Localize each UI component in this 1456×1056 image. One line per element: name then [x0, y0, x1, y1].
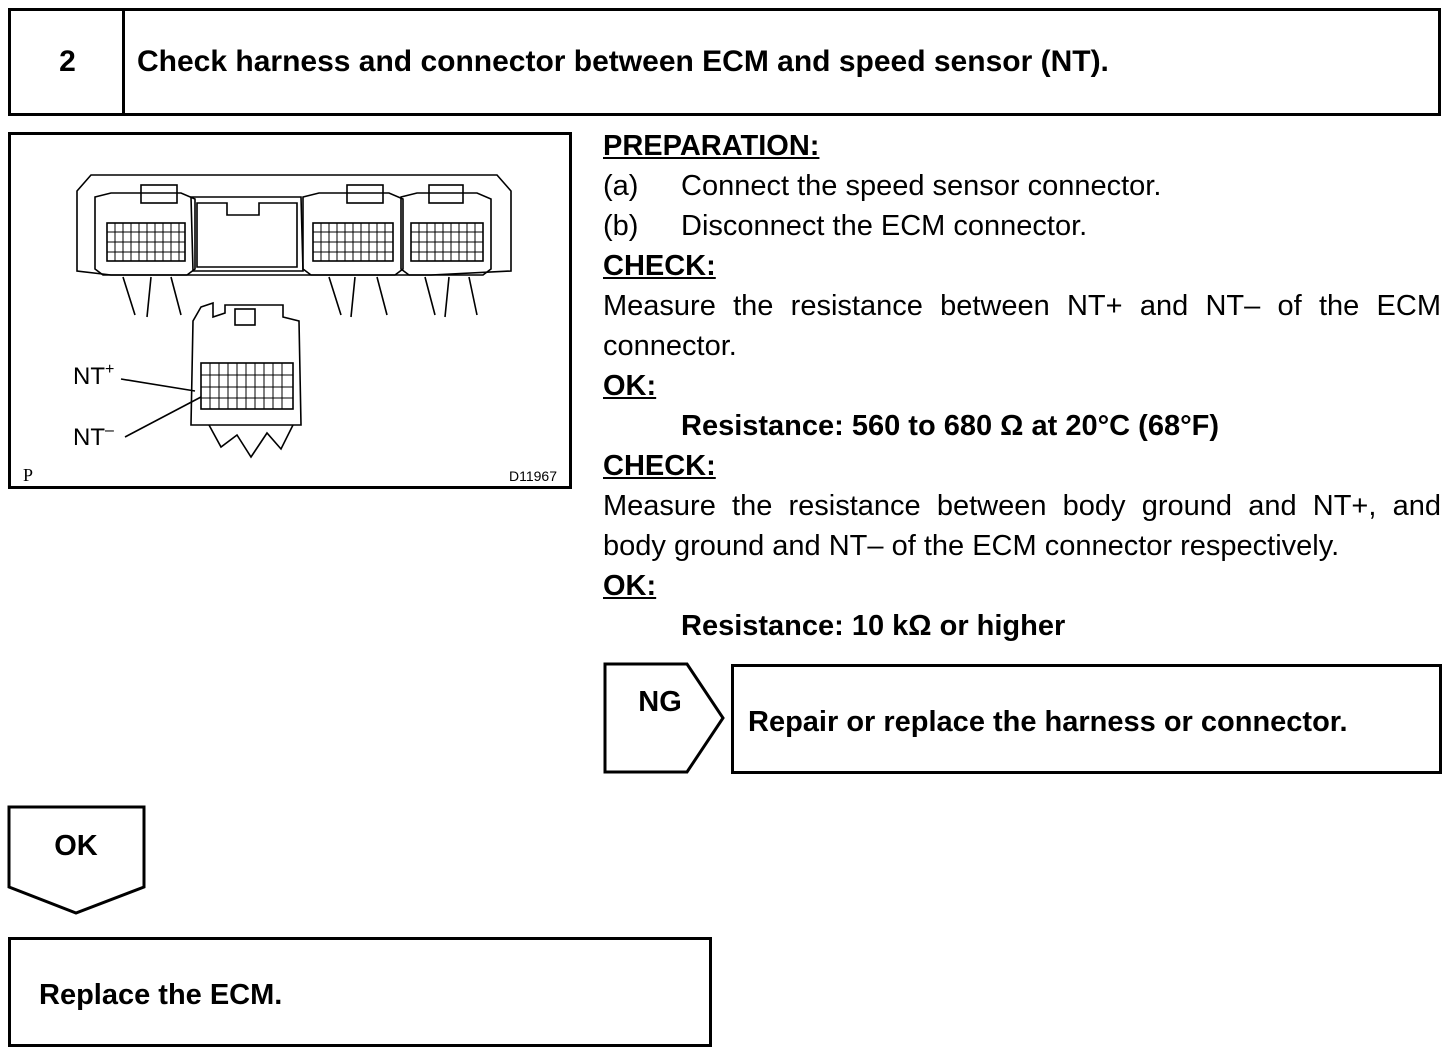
prep-step-b-marker: (b) — [603, 210, 639, 242]
ok-action-text: Replace the ECM. — [39, 979, 283, 1011]
nt-minus-label: NT– — [73, 422, 114, 451]
ecm-connector-diagram: NT+ NT– P D11967 — [23, 174, 557, 485]
step-divider — [122, 11, 125, 113]
check-2-ok-heading: OK: — [603, 570, 657, 602]
preparation-heading: PREPARATION: — [603, 130, 820, 162]
prep-step-a: (a) Connect the speed sensor connector. — [603, 166, 1441, 206]
connector-figure: NT+ NT– P D11967 — [8, 132, 572, 489]
ng-arrow-shape — [603, 662, 725, 774]
ok-arrow-shape — [7, 805, 146, 915]
check-1-spec: Resistance: 560 to 680 Ω at 20°C (68°F) — [681, 410, 1220, 442]
ok-action-box: Replace the ECM. — [8, 937, 712, 1047]
figure-id: D11967 — [509, 468, 557, 484]
step-title: Check harness and connector between ECM … — [137, 45, 1109, 78]
check-1-text: Measure the resistance between NT+ and N… — [603, 290, 1441, 362]
prep-step-a-marker: (a) — [603, 170, 639, 202]
check-1-heading: CHECK: — [603, 250, 716, 282]
ng-action-box: Repair or replace the harness or connect… — [731, 664, 1442, 774]
check-2-heading: CHECK: — [603, 450, 716, 482]
ok-label: OK — [54, 830, 98, 862]
prep-step-b-text: Disconnect the ECM connector. — [681, 210, 1088, 242]
procedure-text: PREPARATION: (a) Connect the speed sensor… — [603, 126, 1441, 646]
check-2-spec: Resistance: 10 kΩ or higher — [681, 610, 1066, 642]
step-number: 2 — [59, 45, 76, 78]
ng-action-text: Repair or replace the harness or connect… — [748, 706, 1348, 738]
step-header: 2 Check harness and connector between EC… — [8, 8, 1441, 116]
nt-plus-label: NT+ — [73, 361, 114, 390]
figure-corner-code: P — [23, 465, 33, 485]
prep-step-b: (b) Disconnect the ECM connector. — [603, 206, 1441, 246]
ng-label: NG — [638, 686, 682, 718]
check-2-text: Measure the resistance between body grou… — [603, 490, 1441, 562]
check-1-ok-heading: OK: — [603, 370, 657, 402]
prep-step-a-text: Connect the speed sensor connector. — [681, 170, 1162, 202]
